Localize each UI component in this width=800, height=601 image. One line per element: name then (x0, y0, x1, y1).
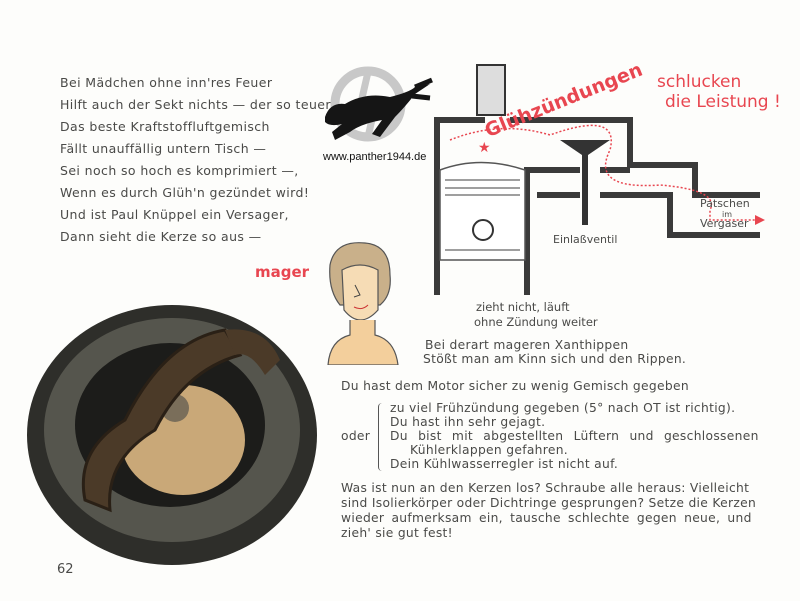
cause-item: Kühlerklappen gefahren. (410, 443, 569, 457)
poem-line: Und ist Paul Knüppel ein Versager, (60, 207, 289, 222)
diagram-title-rest: die Leistung ! (665, 92, 781, 112)
cause-main: Du hast dem Motor sicher zu wenig Gemisc… (341, 379, 689, 393)
piston-note: ohne Zündung weiter (474, 315, 598, 329)
final-paragraph-line: wieder aufmerksam ein, tausche schlechte… (341, 511, 752, 525)
patschen-label: Patschen (700, 197, 750, 210)
final-paragraph-line: sind Isolierkörper oder Dichtringe gespr… (341, 496, 757, 510)
patschen-label: Vergaser (700, 217, 749, 230)
poem-line: Sei noch so hoch es komprimiert —, (60, 163, 299, 178)
page-number: 62 (57, 562, 74, 577)
cause-item: zu viel Frühzündung gegeben (5° nach OT … (390, 401, 736, 415)
poem-line: Bei Mädchen ohne inn'res Feuer (60, 75, 273, 90)
poem-line: Hilft auch der Sekt nichts — der so teue… (60, 97, 335, 112)
poem-line: Wenn es durch Glüh'n gezündet wird! (60, 185, 310, 200)
final-paragraph-line: zieh' sie gut fest! (341, 526, 453, 540)
piston-note: zieht nicht, läuft (476, 300, 570, 314)
svg-text:★: ★ (478, 140, 491, 156)
cause-item: Du hast ihn sehr gejagt. (390, 415, 546, 429)
poem-line: Fällt unauffällig untern Tisch — (60, 141, 267, 156)
couplet-line: Stößt man am Kinn sich und den Rippen. (423, 352, 687, 366)
mager-label: mager (255, 263, 310, 281)
patschen-label: im (722, 210, 733, 219)
valve-label: Einlaßventil (553, 233, 618, 246)
watermark-url: www.panther1944.de (323, 151, 427, 163)
brace (378, 403, 385, 471)
engine-diagram: ★ (434, 64, 765, 295)
poem-line: Das beste Kraftstoffluftgemisch (60, 119, 270, 134)
couplet-line: Bei derart mageren Xanthippen (425, 338, 629, 352)
cause-item: Du bist mit abgestellten Lüftern und ges… (390, 429, 759, 443)
diagram-title-rest: schlucken (657, 72, 742, 92)
woman-cartoon (327, 242, 399, 365)
poem-line: Dann sieht die Kerze so aus — (60, 229, 262, 244)
final-paragraph-line: Was ist nun an den Kerzen los? Schraube … (341, 481, 750, 495)
oder-label: oder (341, 429, 371, 443)
panther-logo (325, 66, 433, 142)
cause-item: Dein Kühlwasserregler ist nicht auf. (390, 457, 619, 471)
spark-plug-photo (27, 305, 317, 565)
